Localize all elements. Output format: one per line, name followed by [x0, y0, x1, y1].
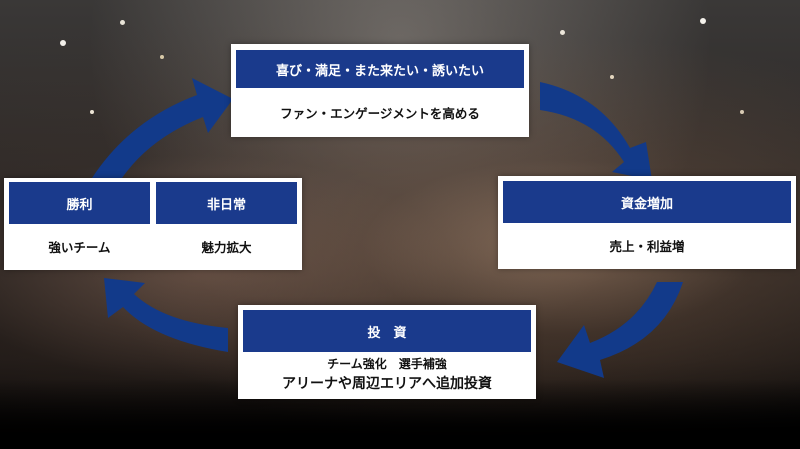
top-box-header: 喜び・満足・また来たい・誘いたい	[236, 50, 524, 88]
right-box-text: 売上・利益増	[609, 238, 685, 254]
bottom-box-line2: アリーナや周辺エリアへ追加投資	[282, 376, 492, 392]
bottom-box: 投 資 チーム強化 選手補強 アリーナや周辺エリアへ追加投資	[238, 305, 536, 399]
bottom-box-line1: チーム強化 選手補強	[327, 356, 447, 371]
left-box-header-victory: 勝利	[9, 182, 150, 224]
top-box-text: ファン・エンゲージメントを高める	[280, 105, 480, 121]
arrow-left-to-top	[92, 78, 233, 178]
confetti	[740, 110, 744, 114]
left-box-header-extraordinary: 非日常	[156, 182, 297, 224]
left-box-text-appeal: 魅力拡大	[201, 239, 252, 255]
left-box-text-strong-team: 強いチーム	[48, 239, 111, 255]
confetti	[700, 18, 706, 24]
bottom-box-header: 投 資	[243, 310, 531, 352]
arrow-bottom-to-left	[104, 278, 228, 352]
confetti	[610, 75, 614, 79]
arrow-top-to-right	[540, 82, 652, 180]
confetti	[560, 30, 565, 35]
confetti	[60, 40, 66, 46]
arrow-right-to-bottom	[557, 282, 683, 378]
confetti	[120, 20, 125, 25]
right-box-header: 資金増加	[503, 181, 791, 223]
confetti	[160, 55, 164, 59]
left-box: 勝利 非日常 強いチーム 魅力拡大	[4, 178, 302, 270]
top-box: 喜び・満足・また来たい・誘いたい ファン・エンゲージメントを高める	[231, 44, 529, 137]
confetti	[90, 110, 94, 114]
right-box: 資金増加 売上・利益増	[498, 176, 796, 269]
